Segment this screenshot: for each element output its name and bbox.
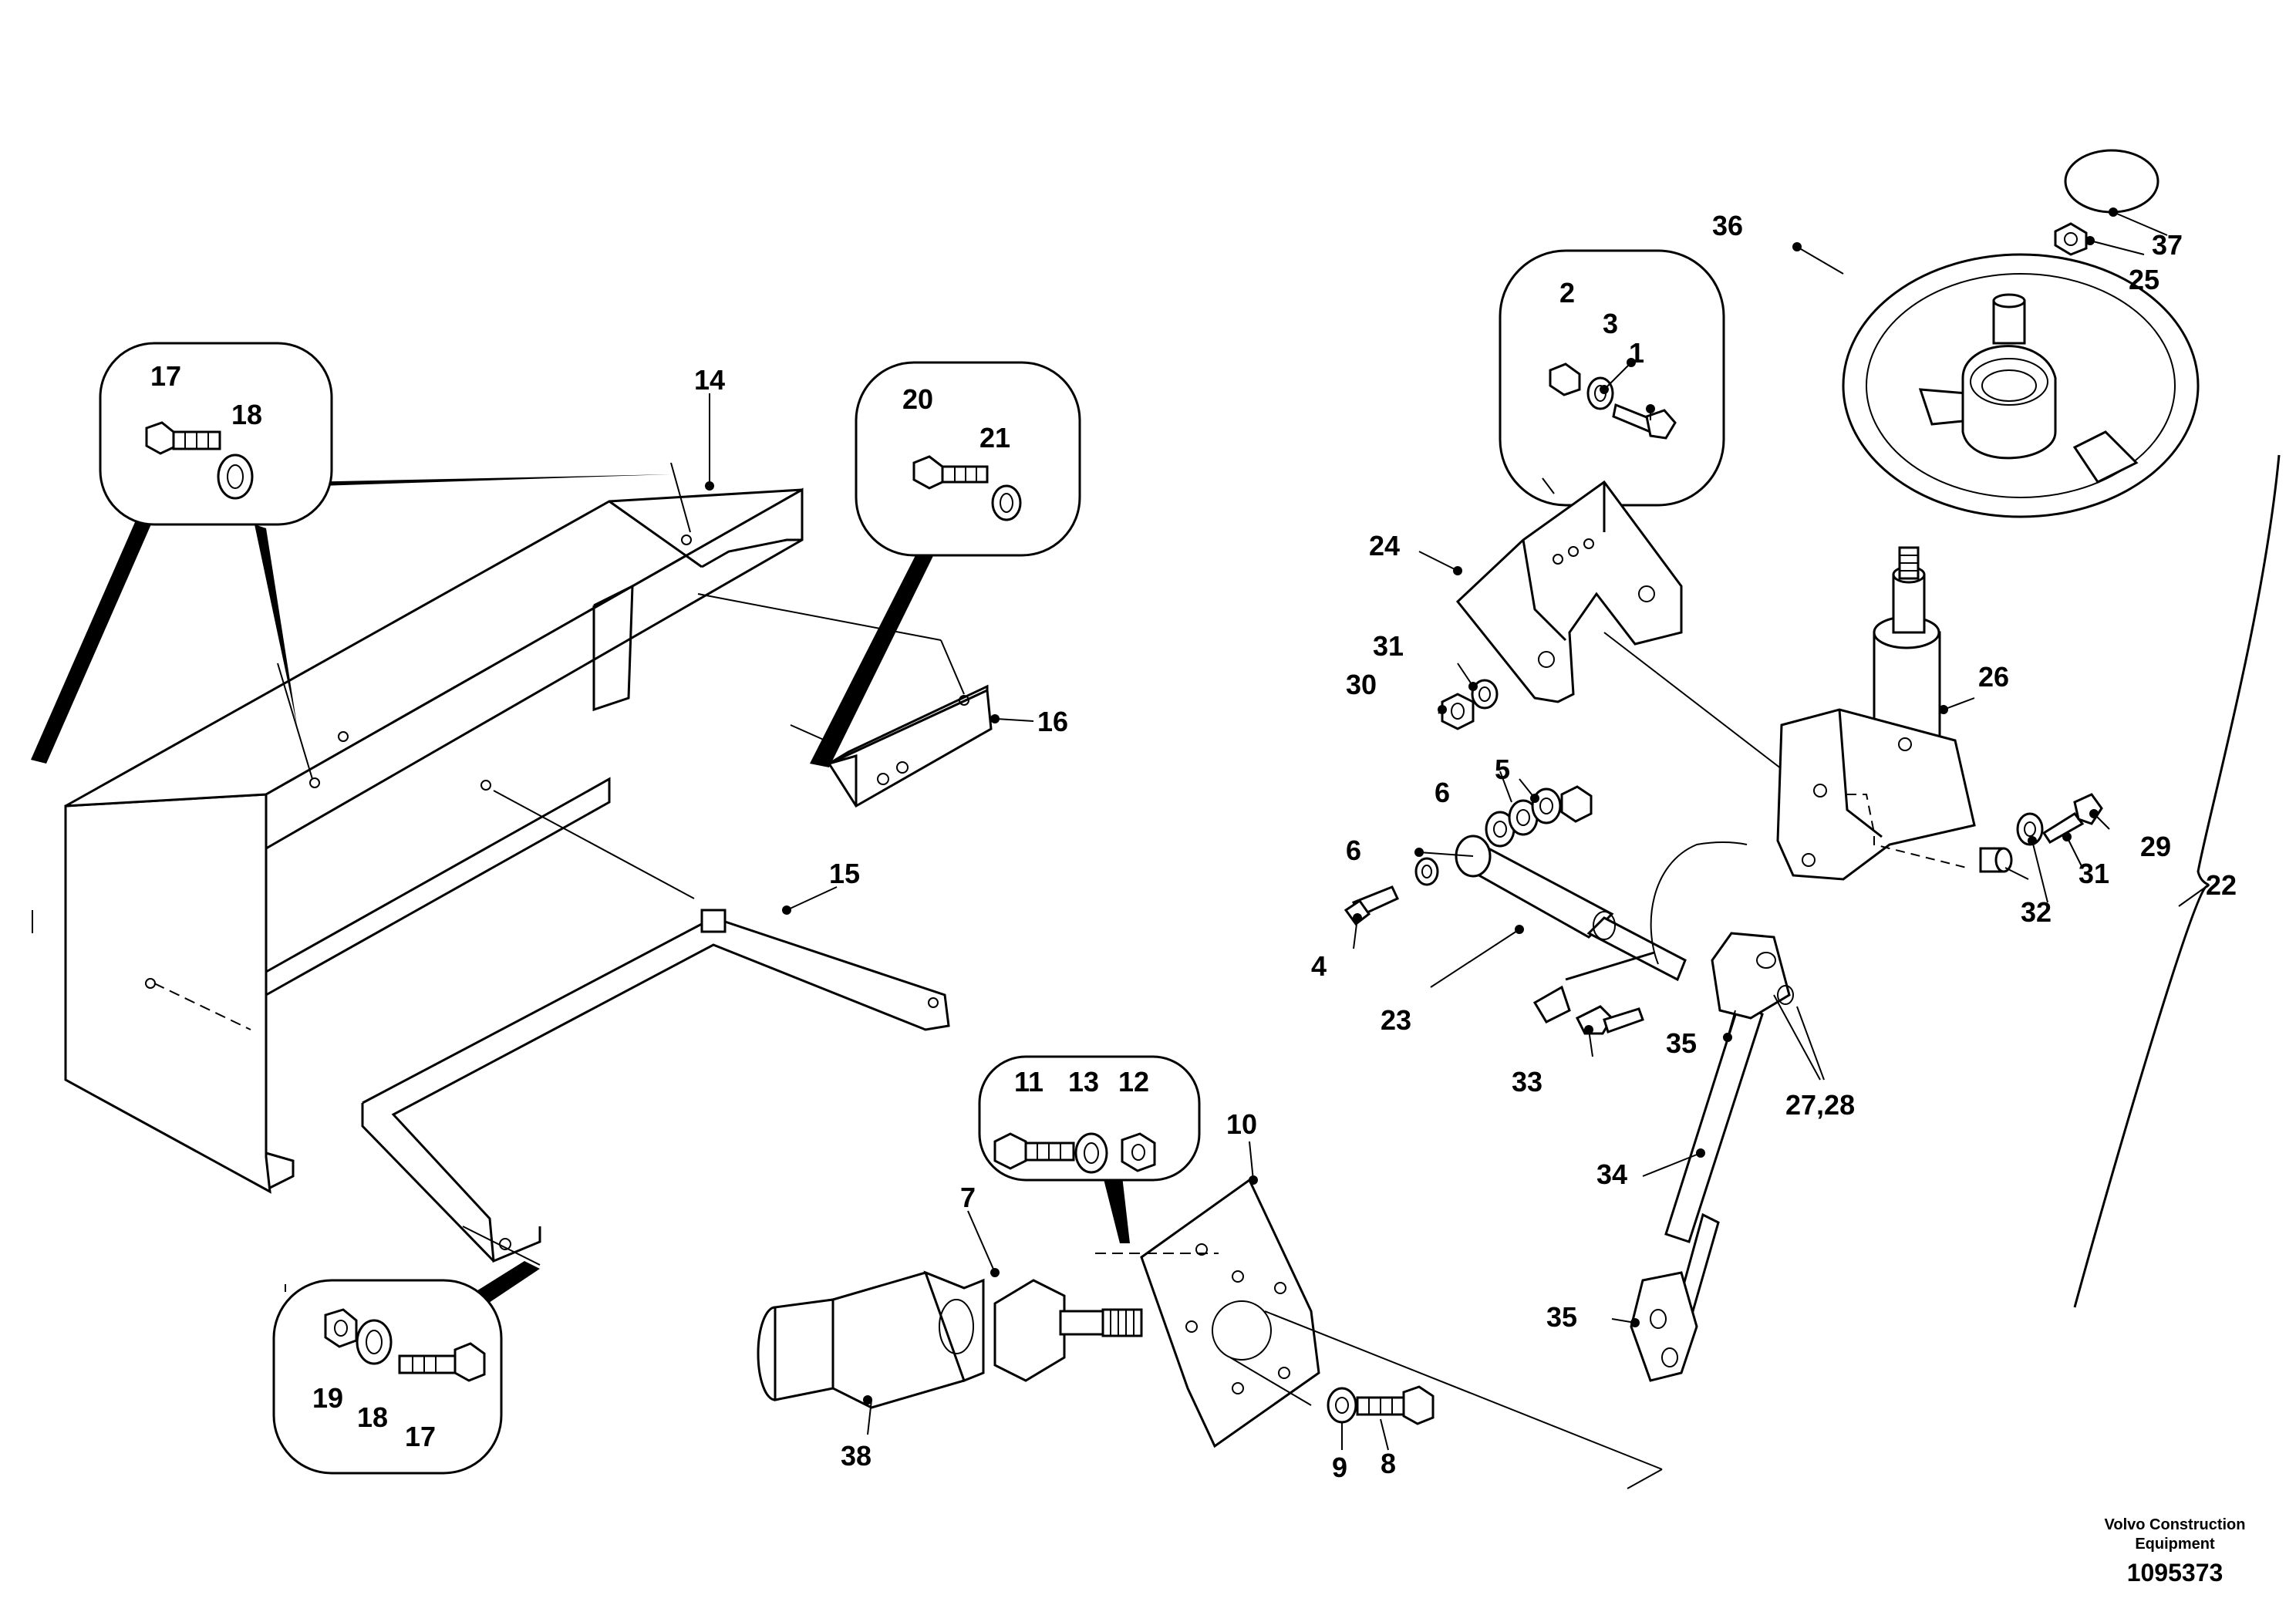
callout-32: 32 [2021,896,2052,928]
callout-5: 5 [1495,754,1510,785]
callout-2: 2 [1559,277,1575,309]
callout-18-top: 18 [231,399,262,430]
mount-plate [1095,1178,1663,1489]
callout-15: 15 [829,858,860,889]
callout-38: 38 [841,1440,872,1472]
leader-lines [285,211,2207,1451]
callout-4: 4 [1311,950,1327,982]
drawing-number: 1095373 [2127,1559,2224,1587]
callout-20: 20 [902,383,933,415]
steering-wheel [1842,253,2200,518]
callout-26: 26 [1978,661,2009,693]
steering-shaft-assembly [1630,932,1794,1382]
callout-14: 14 [694,364,725,396]
callout-13: 13 [1068,1066,1099,1098]
callout-7: 7 [960,1182,976,1213]
callout-24: 24 [1369,530,1400,561]
callout-10: 10 [1226,1108,1257,1140]
callout-6-upper: 6 [1435,777,1450,808]
callout-9: 9 [1332,1452,1347,1483]
frame-bracket [361,790,950,1266]
callout-16: 16 [1037,706,1068,737]
callout-27-28: 27,28 [1785,1089,1855,1121]
callout-25: 25 [2129,264,2159,295]
lockwasher-and-bolt [1229,1357,1435,1425]
washer-stack [1344,785,1593,926]
angle-bracket [697,593,993,808]
callout-35-top: 35 [1666,1027,1697,1059]
cap-and-nut [2054,149,2159,256]
callout-17-top: 17 [150,360,181,392]
callout-11: 11 [1014,1066,1043,1098]
assembly-brace [2073,454,2281,1308]
callout-6-lower: 6 [1346,835,1361,866]
callout-17-bottom: 17 [405,1421,436,1452]
callout-34: 34 [1596,1158,1627,1190]
maker-name-line2: Equipment [2135,1536,2215,1553]
detail-bubble-nut-washer-bolt-top [1499,249,1725,557]
maker-name-line1: Volvo Construction [2105,1516,2246,1533]
callout-22: 22 [2206,869,2237,901]
callout-8: 8 [1381,1448,1396,1479]
callout-36: 36 [1712,210,1743,241]
callout-30: 30 [1346,669,1377,700]
callout-31-left: 31 [1373,630,1404,662]
steering-unit [757,1270,1143,1409]
callout-21: 21 [979,422,1010,454]
steering-column-housing [1776,546,1976,881]
callout-3: 3 [1603,308,1618,339]
callout-29: 29 [2140,831,2171,862]
callout-37: 37 [2152,229,2183,261]
leader-dots [705,207,2118,1404]
callout-33: 33 [1512,1066,1542,1098]
callout-labels: 14 16 15 17 18 20 21 19 18 17 11 13 12 1… [150,210,2237,1483]
callout-1: 1 [1629,337,1644,369]
callout-18-bottom: 18 [357,1401,388,1433]
mounting-bracket [1455,477,1805,787]
gas-strut [1455,835,1748,1035]
detail-bubble-bolt-lockwasher [810,361,1081,767]
nut-washer-pair [1441,679,1499,730]
callout-19: 19 [312,1382,343,1414]
detail-bubble-nut-washer-bolt [272,1261,540,1475]
callout-31-right: 31 [2079,858,2109,889]
detail-bubble-bolt-washer-nut [978,1055,1201,1243]
console-housing [64,462,804,1194]
callout-12: 12 [1118,1066,1149,1098]
detail-bubble-bolt-washer [31,342,671,933]
callout-35-bottom: 35 [1546,1301,1577,1333]
drawing-footer: Volvo Construction Equipment 1095373 [2105,1516,2246,1587]
callout-23: 23 [1381,1004,1411,1036]
